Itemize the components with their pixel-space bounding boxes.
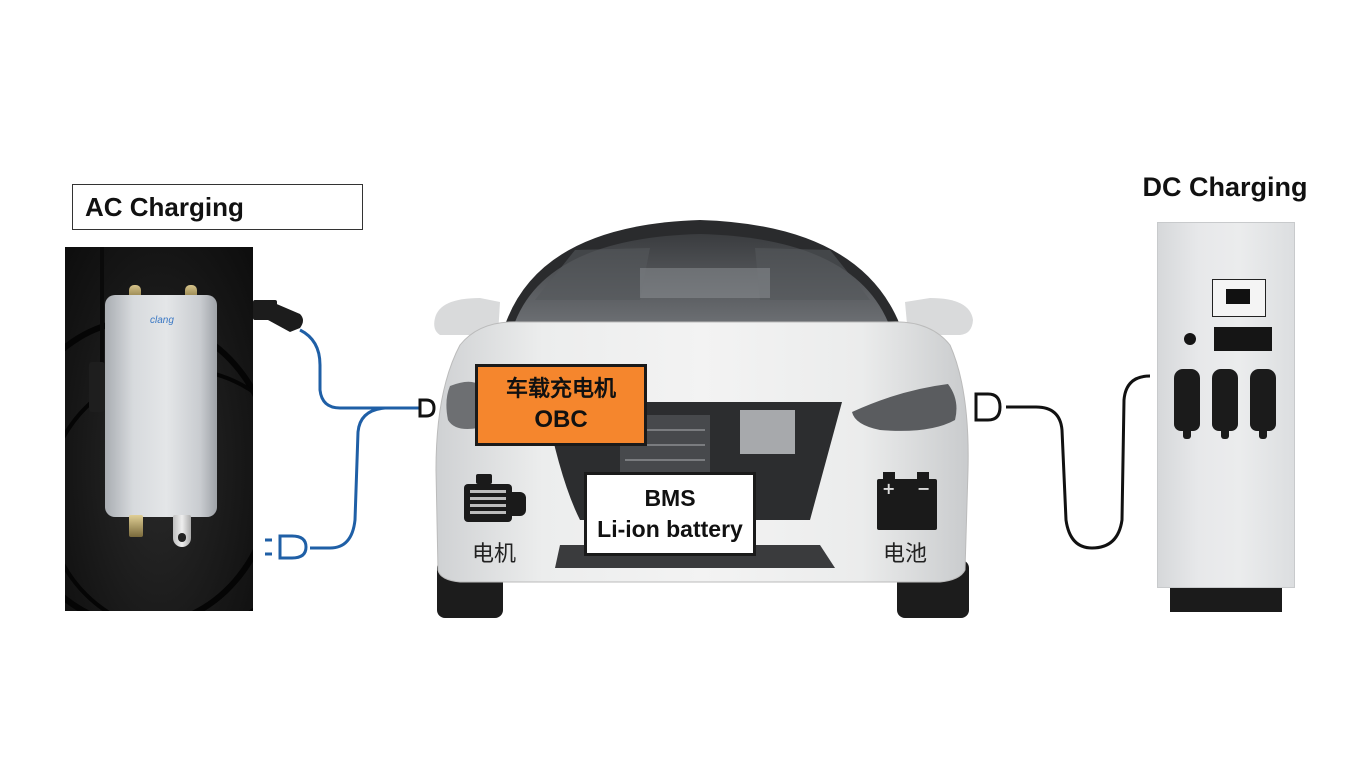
obc-label-cn: 车载充电机 xyxy=(505,377,616,402)
motor-icon xyxy=(464,474,530,526)
obc-label-en: OBC xyxy=(534,406,588,433)
ac-inlet-port-icon xyxy=(418,398,436,418)
motor-label: 电机 xyxy=(472,542,517,567)
terminal-bolt xyxy=(129,515,143,537)
dc-inlet-icon xyxy=(974,392,1002,422)
station-card-reader xyxy=(1214,327,1272,351)
terminal-lug xyxy=(173,515,191,547)
brand-logo: clang xyxy=(150,315,174,326)
ac-charging-title: AC Charging xyxy=(72,184,363,230)
ac-plug-icon xyxy=(253,300,303,332)
station-display xyxy=(1212,279,1266,317)
ac-charger-photo: clang xyxy=(65,247,253,611)
battery-pack-text: Li-ion battery xyxy=(597,516,743,542)
cable-strand xyxy=(100,247,104,367)
dc-connector-icon xyxy=(1212,369,1238,439)
dc-station-base xyxy=(1170,588,1282,612)
dc-charging-station xyxy=(1157,222,1295,588)
bms-text: BMS xyxy=(644,485,696,511)
ac-charger-body: clang xyxy=(105,295,217,517)
bms-label: BMS Li-ion battery xyxy=(584,472,756,556)
station-indicator-light xyxy=(1184,333,1196,345)
cable-clip xyxy=(89,362,105,412)
dc-charging-title: DC Charging xyxy=(1142,172,1308,202)
dc-connector-icon xyxy=(1174,369,1200,439)
dc-connector-icon xyxy=(1250,369,1276,439)
ac-inlet-icon xyxy=(265,534,308,560)
battery-label: 电池 xyxy=(883,542,928,567)
battery-icon: + − xyxy=(877,472,937,530)
obc-label: 车载充电机 OBC xyxy=(475,364,647,446)
